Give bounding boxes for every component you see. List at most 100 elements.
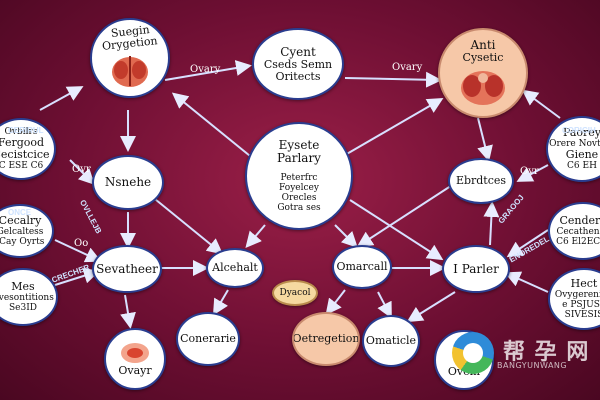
node-left-mid[interactable]: Cecalry Gelcaltess (Cay Oyrts <box>0 204 54 258</box>
node-small-yellow[interactable]: Dyacol <box>272 280 318 306</box>
node-center-line-4: Foyelcey <box>279 183 319 193</box>
node-left-upper-line-4: C ESE C6 <box>0 161 44 171</box>
edge-leftmid-botleft <box>54 239 102 263</box>
cyst-icon <box>121 343 149 363</box>
edge-botml-lowerb <box>212 289 229 316</box>
edge-topright-rightmid <box>477 117 493 162</box>
edge-midleft-botml <box>149 194 224 255</box>
edge-leftlower-botleft <box>54 268 100 286</box>
edge-botmid-lowermid <box>325 289 346 316</box>
node-bot-midleft[interactable]: Alcehalt <box>206 248 264 288</box>
node-lower-mid-a[interactable]: Oetregetion <box>292 312 360 366</box>
node-right-upper[interactable]: Paorey Orere Novtrse Giene C6 EH <box>546 116 600 182</box>
node-left-mid-line-2: Gelcaltess <box>0 227 44 237</box>
edge-rightupper-topright <box>521 89 561 119</box>
edge-label-ovary-left: Ovary <box>190 64 221 75</box>
node-top-center-line-3: Oritects <box>275 69 321 83</box>
node-lower-left-b-line-1: Conerarie <box>180 332 236 345</box>
edge-center-topright <box>344 97 444 156</box>
node-right-mid-line-3: C6 El2ECIS <box>556 237 600 247</box>
node-center[interactable]: Eysete Parlary Peterfrc Foyelcey Orecles… <box>245 122 353 230</box>
node-top-center[interactable]: Cyent Cseds Semn Oritects <box>252 28 344 100</box>
node-top-center-line-1: Cyent <box>280 44 316 59</box>
node-right-lower[interactable]: Hect Ovygerenion e PSJUSY SIVESIS <box>548 268 600 330</box>
watermark: 帮 孕 网 BANGYUNWANG <box>495 334 595 374</box>
node-right-mid[interactable]: Cendery Cecathenes C6 El2ECIS <box>548 202 600 260</box>
node-right-lower-line-4: SIVESIS <box>564 310 600 320</box>
node-right-upper-line-1: Paorey <box>562 126 600 139</box>
node-bot-left-line-1: Sevatheer <box>96 261 158 276</box>
edge-rightmid-botmr <box>506 229 549 258</box>
node-center-line-5: Orecles <box>281 193 317 203</box>
edge-label-ovr-left: Ovr <box>72 164 91 175</box>
node-lower-mid-a-line-1: Oetregetion <box>292 332 360 345</box>
node-right-lower-line-2: Ovygerenion <box>554 290 600 300</box>
node-lower-left-a[interactable]: Ovayr <box>104 328 166 390</box>
edge-topleft-topcenter <box>164 60 252 81</box>
edge-center-botml <box>245 224 266 249</box>
node-left-mid-line-1: Cecalry <box>0 214 42 227</box>
edge-rightlower-botmr <box>504 271 549 293</box>
edge-label-ovary-right: Ovary <box>392 62 423 73</box>
node-right-lower-line-3: e PSJUSY <box>562 300 600 310</box>
watermark-logo <box>452 332 494 374</box>
node-right-upper-line-4: C6 EH <box>567 161 597 171</box>
node-bot-mid[interactable]: Omarcall <box>332 245 392 289</box>
node-left-lower-line-3: Se3ID <box>9 303 37 313</box>
node-top-right-line-1: Anti <box>470 37 496 52</box>
edge-center-topleft <box>171 92 256 161</box>
node-mid-left[interactable]: Nsnehe <box>92 155 164 210</box>
node-center-line-3: Peterfrc <box>280 173 318 183</box>
node-center-line-1: Eysete <box>278 138 320 152</box>
edge-rightsmall-center <box>356 179 461 248</box>
node-left-upper-line-1: Ovbilrs <box>4 127 38 137</box>
node-top-left[interactable]: Suegin Orygetion <box>90 18 170 98</box>
node-small-yellow-line-1: Dyacol <box>279 288 311 298</box>
node-right-mid-line-2: Cecathenes <box>556 227 600 237</box>
edge-leftupper-midleft <box>69 159 95 185</box>
node-center-line-2: Parlary <box>277 151 321 165</box>
edge-botmr-lowerright <box>406 291 456 323</box>
node-center-line-6: Gotra ses <box>277 203 321 213</box>
node-lower-left-b[interactable]: Conerarie <box>176 312 240 366</box>
node-bot-midleft-line-1: Alcehalt <box>212 261 258 274</box>
node-lower-mid-b-line-1: Omaticle <box>365 334 417 347</box>
node-left-lower-line-2: Bvesontitions <box>0 293 54 303</box>
edge-center-botmr <box>349 199 444 261</box>
node-left-upper-line-3: Cecistcice <box>0 148 50 161</box>
node-bot-mid-line-1: Omarcall <box>336 260 388 273</box>
edge-label-oo-left: Oo <box>74 238 89 249</box>
node-right-mid-small[interactable]: Ebrdtces <box>448 158 514 204</box>
watermark-cn: 帮 孕 网 <box>503 340 590 365</box>
node-top-right[interactable]: Anti Cysetic <box>438 28 528 118</box>
edge-label-ovr-right: Ovr <box>520 166 539 177</box>
watermark-en: BANGYUNWANG <box>497 361 568 370</box>
node-right-lower-line-1: Hect <box>570 277 598 290</box>
node-left-upper-line-2: Fergood <box>0 136 45 149</box>
node-right-upper-line-2: Orere Novtrse <box>549 139 600 149</box>
edge-rightupper-rightsmall <box>516 164 549 182</box>
edge-leftupper-topleft <box>39 86 84 111</box>
node-right-upper-line-3: Giene <box>565 148 599 161</box>
node-top-right-line-2: Cysetic <box>462 50 504 64</box>
edge-botleft-lowera <box>120 294 136 329</box>
edge-center-botmid <box>334 224 358 248</box>
tag-6: CORICIH <box>562 126 596 135</box>
edge-botmid-lowermidb <box>377 291 392 319</box>
node-mid-left-line-1: Nsnehe <box>104 175 152 189</box>
node-lower-mid-b[interactable]: Omaticle <box>362 315 420 367</box>
node-left-lower[interactable]: Mes Bvesontitions Se3ID <box>0 268 58 326</box>
node-bot-left[interactable]: Sevatheer <box>92 245 162 293</box>
tag-1: CERIRUL <box>8 126 44 135</box>
node-bot-midright-line-1: I Parler <box>453 261 499 276</box>
node-left-upper[interactable]: Ovbilrs Fergood Cecistcice C ESE C6 <box>0 118 56 180</box>
edge-topcenter-topright <box>344 71 442 88</box>
ovary-organ-icon <box>112 56 148 87</box>
ovary-organ-icon-right <box>461 70 505 105</box>
node-bot-midright[interactable]: I Parler <box>442 245 510 293</box>
node-top-center-line-2: Cseds Semn <box>263 57 333 71</box>
node-left-mid-line-3: (Cay Oyrts <box>0 237 45 247</box>
node-lower-left-a-line-1: Ovayr <box>118 364 152 377</box>
tag-2: ONCE <box>8 208 32 217</box>
